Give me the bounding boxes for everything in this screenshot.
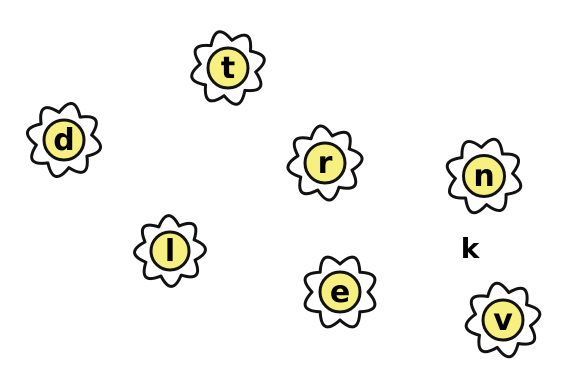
flower-letter: e bbox=[330, 275, 350, 310]
flower-center bbox=[481, 298, 525, 342]
flower-letter: d bbox=[53, 123, 74, 158]
flower-e: e bbox=[303, 255, 377, 329]
flower-center bbox=[303, 141, 347, 185]
flower-v: v bbox=[464, 281, 542, 359]
flower-center bbox=[318, 270, 362, 314]
flower-center bbox=[462, 154, 506, 198]
flower-r: r bbox=[286, 124, 364, 202]
flower-letter: n bbox=[473, 159, 494, 194]
flower-letter: r bbox=[318, 146, 333, 181]
flower-center bbox=[42, 118, 86, 162]
flower-letter: t bbox=[221, 51, 235, 86]
flower-n: n bbox=[445, 137, 523, 215]
flower-center bbox=[149, 230, 191, 272]
flower-letter: v bbox=[493, 303, 513, 338]
flower-center bbox=[206, 46, 250, 90]
flower-l: l bbox=[133, 214, 207, 288]
flower-t: t bbox=[190, 30, 266, 106]
flower-d: d bbox=[26, 102, 102, 178]
stray-letter: k bbox=[461, 232, 481, 265]
flower-letter: l bbox=[165, 234, 175, 269]
